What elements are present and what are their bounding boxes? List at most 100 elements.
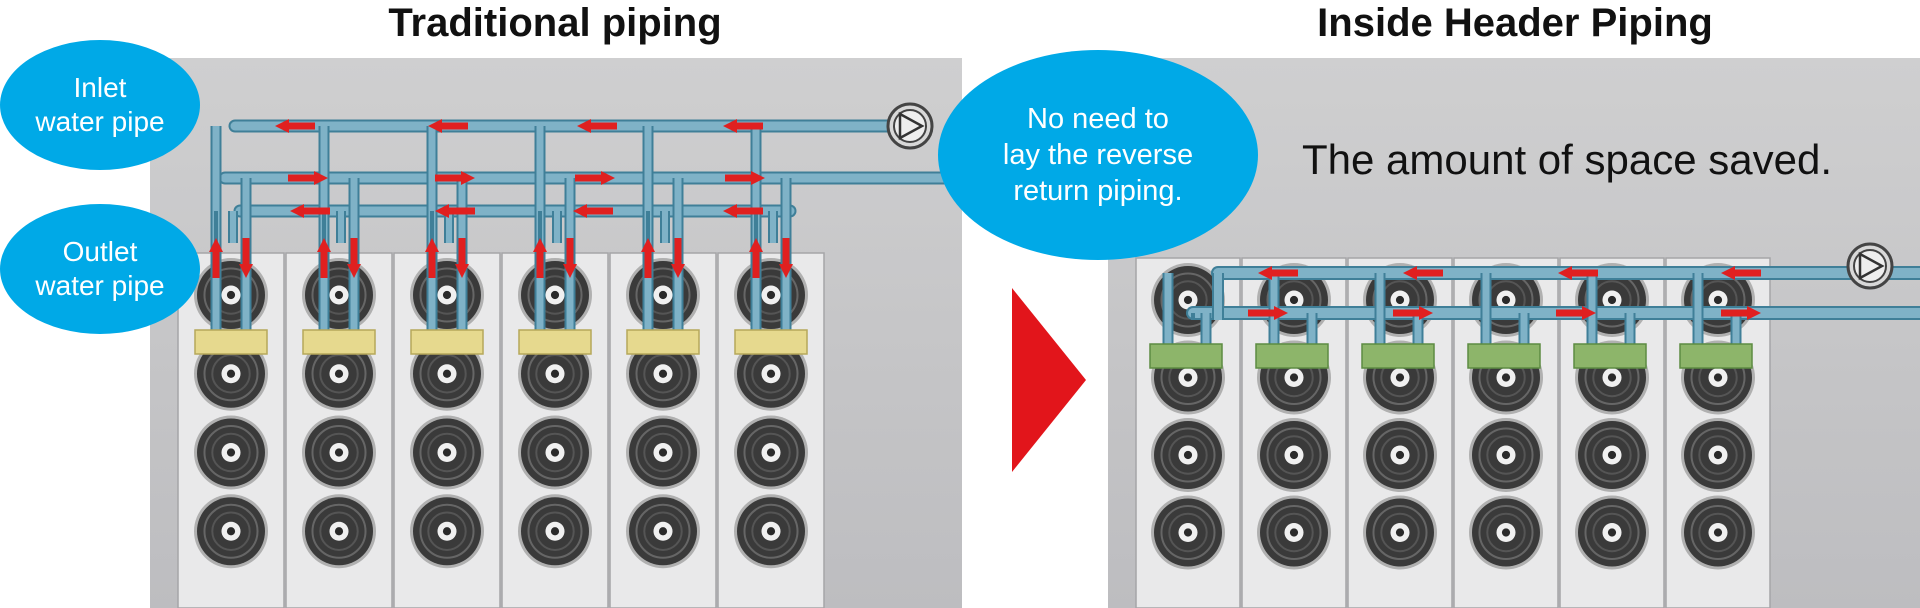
flow-arrow-icon (435, 171, 475, 185)
fan-icon (535, 354, 575, 394)
fan-icon (1266, 427, 1322, 483)
fan-icon (1183, 528, 1193, 537)
flow-arrow-icon (1248, 306, 1288, 320)
flow-arrow-icon (290, 204, 330, 218)
flow-arrow-icon (575, 171, 615, 185)
flow-arrow-icon (428, 119, 468, 133)
fan-icon (442, 369, 452, 378)
flow-arrow-icon (563, 238, 577, 278)
traditional-piping-svg (177, 102, 962, 608)
fan-icon (334, 448, 344, 457)
flow-arrow-icon (275, 119, 315, 133)
flow-arrow-icon (455, 238, 469, 278)
fan-icon (1584, 504, 1640, 561)
fan-icon (1607, 450, 1617, 460)
fan-icon (1372, 427, 1428, 483)
fan-icon (635, 503, 691, 559)
flow-arrow-icon (725, 171, 765, 185)
fan-icon (535, 432, 575, 473)
header-box (626, 329, 700, 355)
inlet-water-pipe-label: Inlet water pipe (35, 72, 165, 137)
fan-icon (1713, 373, 1723, 382)
flow-arrow-icon (347, 238, 361, 278)
fan-icon (766, 290, 776, 300)
fan-icon (1478, 427, 1534, 483)
flow-arrow-icon (671, 238, 685, 278)
fan-icon (1690, 427, 1746, 483)
fan-icon (658, 369, 668, 378)
fan-icon (1478, 504, 1534, 561)
fan-icon (766, 527, 776, 536)
fan-icon (1183, 295, 1193, 305)
fan-icon (766, 448, 776, 457)
fan-icon (334, 527, 344, 536)
flow-arrow-icon (573, 204, 613, 218)
header-box (518, 329, 592, 355)
fan-icon (203, 267, 259, 323)
fan-icon (743, 424, 799, 481)
fan-icon (1183, 450, 1193, 460)
fan-icon (1486, 435, 1526, 475)
fan-icon (1698, 512, 1738, 553)
fan-icon (1607, 373, 1617, 382)
fan-icon (211, 432, 251, 473)
flow-arrow-icon (1721, 266, 1761, 280)
fan-icon (419, 503, 475, 559)
fan-icon (1274, 435, 1314, 475)
flow-arrow-icon (723, 119, 763, 133)
flow-arrow-icon (533, 238, 547, 278)
pump-icon (898, 111, 925, 141)
header-box (302, 329, 376, 355)
fan-icon (643, 432, 683, 473)
flow-arrow-icon (1558, 266, 1598, 280)
header-box (410, 329, 484, 355)
flow-arrow-icon (577, 119, 617, 133)
flow-arrow-icon (425, 238, 439, 278)
fan-icon (743, 267, 799, 323)
fan-icon (334, 369, 344, 378)
traditional-piping-diagram (150, 58, 962, 608)
header-box (1467, 343, 1541, 369)
fan-icon (1592, 435, 1632, 475)
pump-icon (1853, 249, 1887, 283)
fan-icon (751, 432, 791, 473)
fan-icon (427, 354, 467, 394)
fan-icon (550, 527, 560, 536)
traditional-piping-group (177, 102, 962, 608)
reverse-return-callout: No need to lay the reverse return piping… (938, 50, 1258, 260)
fan-icon (1289, 373, 1299, 382)
traditional-piping-title: Traditional piping (388, 1, 722, 45)
fan-icon (226, 448, 236, 457)
inside-header-piping-svg (1135, 242, 1920, 608)
fan-icon (311, 267, 367, 323)
fan-icon (527, 267, 583, 323)
space-saved-caption: The amount of space saved. (1302, 136, 1832, 183)
flow-arrow-icon (288, 171, 328, 185)
fan-icon (751, 354, 791, 394)
fan-icon (311, 424, 367, 481)
fan-icon (550, 448, 560, 457)
flow-arrow-icon (239, 238, 253, 278)
header-box (734, 329, 808, 355)
fan-icon (1183, 373, 1193, 382)
fan-icon (527, 503, 583, 559)
pump-icon (893, 109, 927, 143)
fan-icon (1372, 504, 1428, 561)
fan-icon (226, 527, 236, 536)
fan-icon (743, 503, 799, 559)
fan-icon (203, 424, 259, 481)
flow-arrow-icon (779, 238, 793, 278)
inside-header-piping-group (1135, 242, 1920, 608)
flow-arrow-icon (209, 238, 223, 278)
fan-icon (1395, 373, 1405, 382)
pump-icon (1858, 251, 1885, 281)
fan-icon (319, 432, 359, 473)
fan-icon (1584, 427, 1640, 483)
header-box (1361, 343, 1435, 369)
flow-arrow-icon (1556, 306, 1596, 320)
fan-icon (1289, 295, 1299, 305)
fan-icon (1160, 427, 1216, 483)
fan-icon (203, 503, 259, 559)
fan-icon (658, 290, 668, 300)
fan-icon (1168, 512, 1208, 553)
